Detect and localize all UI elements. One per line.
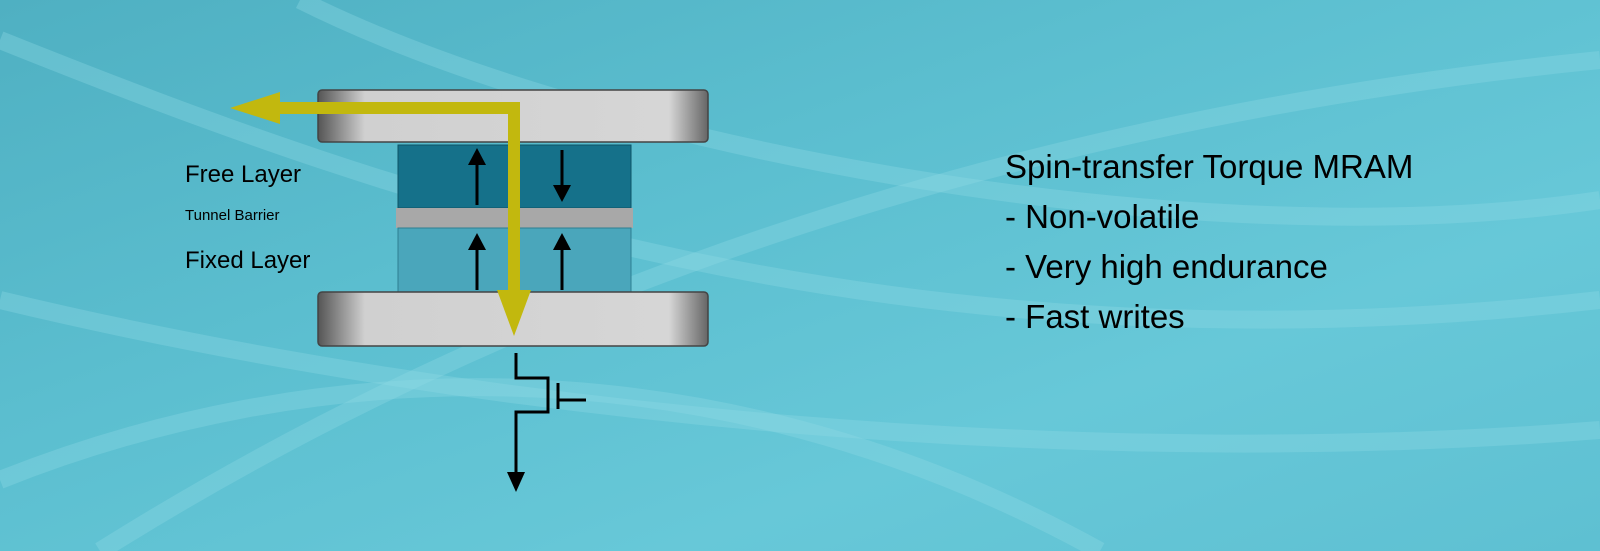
- summary-title: Spin-transfer Torque MRAM: [1005, 148, 1414, 185]
- summary-point: - Very high endurance: [1005, 248, 1328, 285]
- ground-arrow: [507, 472, 525, 492]
- free-layer-label: Free Layer: [185, 161, 302, 188]
- summary-point: - Fast writes: [1005, 298, 1185, 335]
- fixed-layer-label: Fixed Layer: [185, 247, 311, 274]
- access-transistor: [514, 353, 586, 475]
- current-arrow: [230, 92, 531, 336]
- tunnel-barrier-label: Tunnel Barrier: [185, 207, 280, 224]
- summary-point: - Non-volatile: [1005, 198, 1200, 235]
